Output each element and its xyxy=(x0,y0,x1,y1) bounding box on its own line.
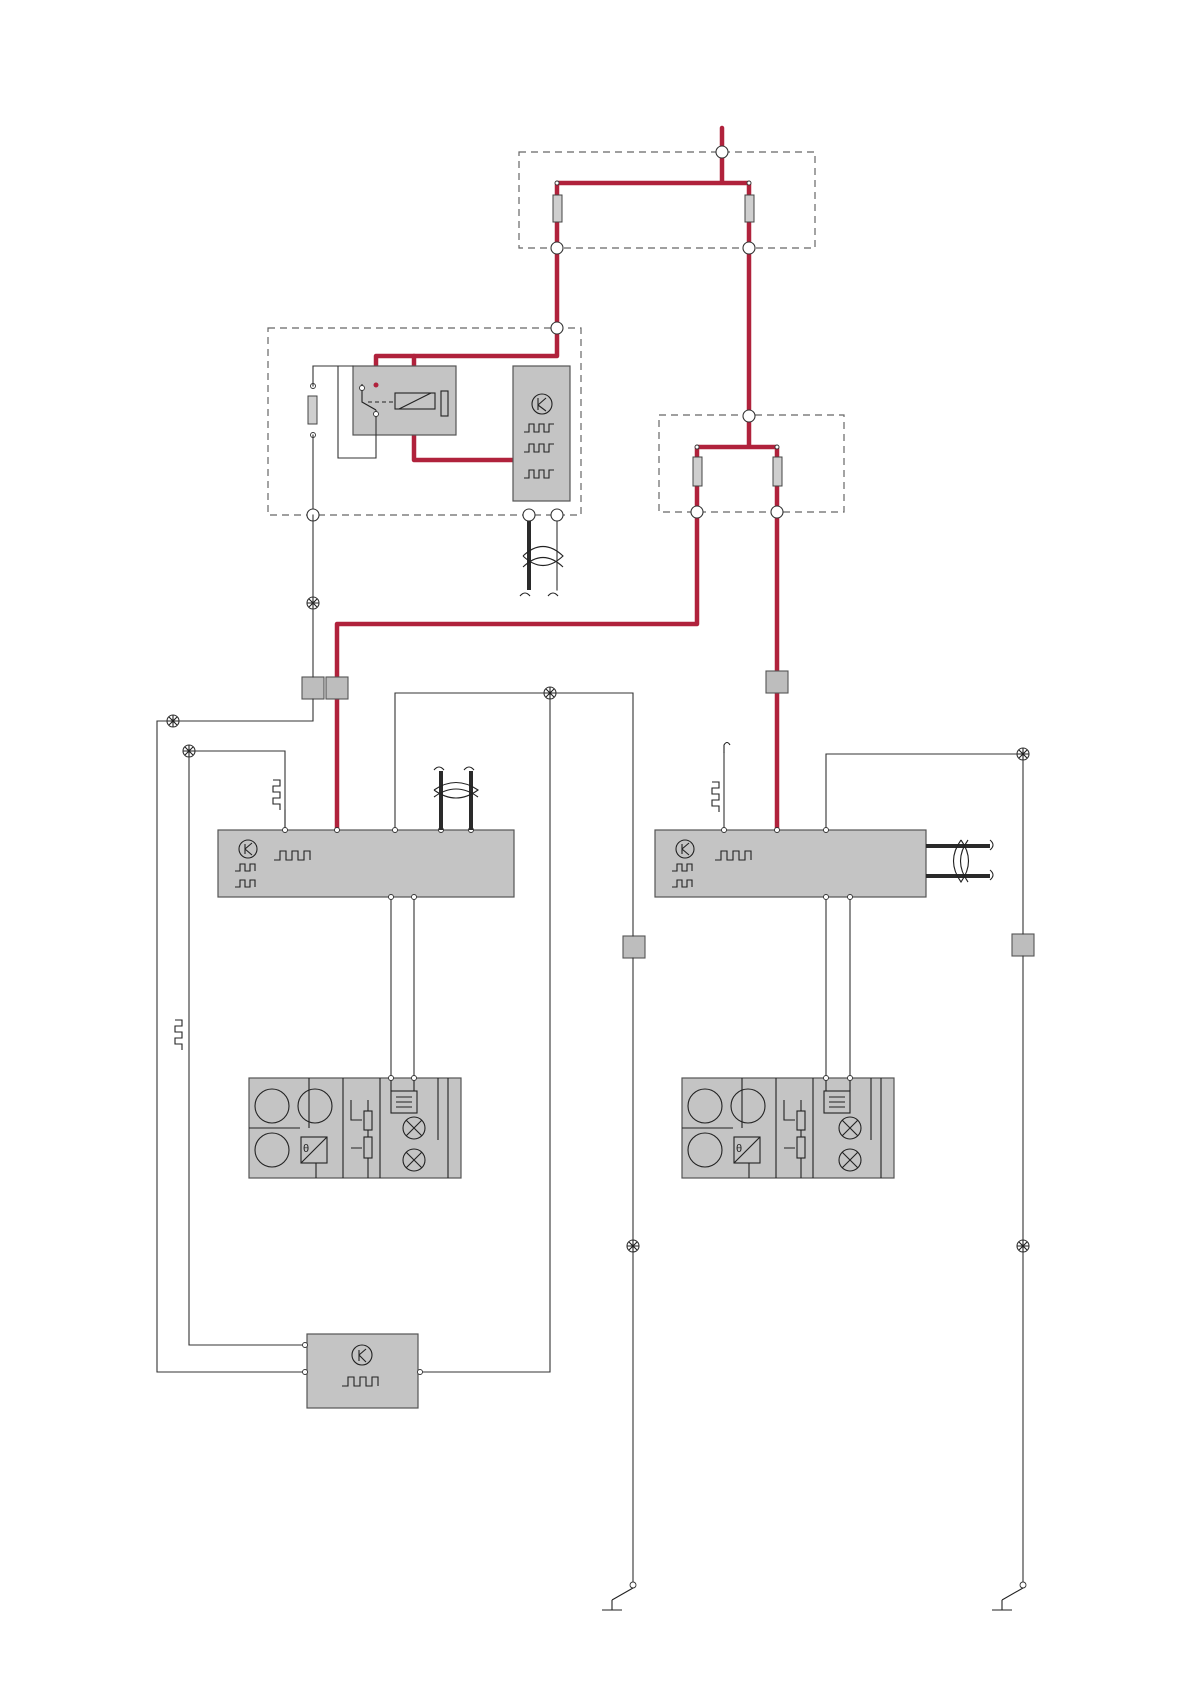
right-ground xyxy=(992,1582,1026,1610)
fuse-icon xyxy=(773,457,782,486)
splice-icon xyxy=(1017,1240,1029,1252)
main-fuse-box-contents xyxy=(551,146,755,254)
inline-connector xyxy=(326,677,348,699)
splice-icon xyxy=(1017,748,1029,760)
right-fuse-box xyxy=(659,415,844,512)
svg-text:θ: θ xyxy=(736,1143,742,1155)
right-control-module xyxy=(655,828,926,900)
fuse-icon xyxy=(745,195,754,222)
splice-icon xyxy=(544,687,556,699)
fuse-icon xyxy=(693,457,702,486)
inline-connectors xyxy=(302,597,1034,958)
fuse-icon xyxy=(308,396,317,424)
inline-connector xyxy=(1012,934,1034,956)
main-fuse-box xyxy=(519,152,815,248)
splice-icon xyxy=(167,715,179,727)
twisted-pair-icon xyxy=(926,840,993,882)
svg-text:θ: θ xyxy=(303,1143,309,1155)
pulse-signal-icon xyxy=(524,470,554,478)
feed-connector xyxy=(716,146,728,158)
relay-box-terminal xyxy=(551,322,563,334)
ground-switch-contact xyxy=(630,1582,636,1588)
pulse-signal-icon xyxy=(524,424,554,432)
splice-icon xyxy=(183,745,195,757)
fuse-icon xyxy=(553,195,562,222)
twisted-pair-icon xyxy=(434,767,478,830)
relay-box-control-unit xyxy=(513,366,570,501)
fuse-box-terminal xyxy=(551,242,563,254)
right-fuse-box-contents xyxy=(691,410,783,518)
inline-connector xyxy=(623,936,645,958)
inline-connector xyxy=(766,671,788,693)
pulse-signal-icon xyxy=(712,782,719,812)
right-actuator-unit: θ xyxy=(682,1076,894,1179)
ground-switch-contact xyxy=(1020,1582,1026,1588)
pulse-signal-icon xyxy=(524,444,554,452)
fuse-box-terminal xyxy=(743,242,755,254)
signal-wiring xyxy=(157,515,1023,1583)
left-ground xyxy=(602,1582,636,1610)
ground-icon xyxy=(602,1588,633,1610)
left-control-module xyxy=(218,828,514,900)
lower-control-module xyxy=(303,1334,423,1408)
ground-icon xyxy=(992,1588,1023,1610)
inline-connector xyxy=(302,677,324,699)
pulse-signal-icon xyxy=(273,780,280,810)
left-actuator-unit: θ xyxy=(249,1076,461,1179)
pulse-signal-icon xyxy=(175,1020,182,1050)
splice-icon xyxy=(627,1240,639,1252)
